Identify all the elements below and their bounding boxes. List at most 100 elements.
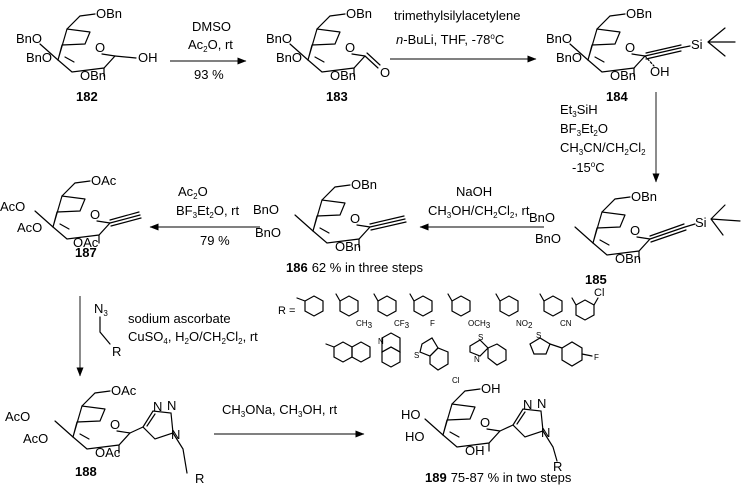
step3-line3: CH3CN/CH2Cl2 <box>560 140 646 157</box>
c186-ch2-label: OBn <box>351 177 377 192</box>
step6-azide-bonds <box>99 316 111 345</box>
compound-184: OBn BnO BnO OBn O OH Si 184 <box>546 6 736 104</box>
c189-r: R <box>553 459 562 474</box>
step1-line1: DMSO <box>192 19 231 34</box>
step6-r: R <box>112 344 121 359</box>
step4: NaOH CH3OH/CH2Cl2, rt <box>419 184 544 231</box>
c183-ch2-label: OBn <box>346 6 372 21</box>
c184-o4-label: BnO <box>546 31 572 46</box>
step4-line2: CH3OH/CH2Cl2, rt <box>428 203 530 220</box>
step1: DMSO Ac2O, rt 93 % <box>170 19 247 82</box>
step2: trimethylsilylacetylene n-BuLi, THF, -78… <box>390 8 537 63</box>
c188-o3-label: AcO <box>23 431 48 446</box>
c187-o2-label: OAc <box>73 235 99 250</box>
r-quinolinyl: N <box>378 332 401 368</box>
svg-text:OCH3: OCH3 <box>468 319 491 330</box>
c184-o2-label: OBn <box>610 68 636 83</box>
compound-182: OBn BnO BnO OBn O OH 182 <box>16 6 158 104</box>
svg-text:NO2: NO2 <box>516 319 533 330</box>
c187-ring-o: O <box>90 207 100 222</box>
c185-o4-label: BnO <box>529 210 555 225</box>
c189-n1: N <box>523 397 532 412</box>
step4-line1: NaOH <box>456 184 492 199</box>
svg-text:F: F <box>594 353 599 362</box>
r-prefix: R = <box>278 305 295 317</box>
c188-o4-label: AcO <box>5 409 30 424</box>
c185-o3-label: BnO <box>535 231 561 246</box>
c183-o2-label: OBn <box>330 68 356 83</box>
svg-text:S: S <box>478 333 483 342</box>
c184-ring-o: O <box>625 40 635 55</box>
c189-o3-label: HO <box>405 429 425 444</box>
r-fluoro-aryl: F <box>409 293 435 328</box>
c185-number: 185 <box>585 272 607 287</box>
svg-text:CN: CN <box>560 319 572 328</box>
c188-n3: N <box>171 427 180 442</box>
step7-line1: CH3ONa, CH3OH, rt <box>222 402 337 419</box>
step5: Ac2O BF3Et2O, rt 79 % <box>149 184 260 248</box>
step1-line2: Ac2O, rt <box>188 37 233 54</box>
r-benzothienyl: S Cl <box>414 337 460 385</box>
c189-ring-o: O <box>480 415 490 430</box>
c182-ring-o: O <box>95 40 105 55</box>
c186-o2-label: OBn <box>335 239 361 254</box>
svg-text:S: S <box>414 351 419 360</box>
c184-si-label: Si <box>691 37 703 52</box>
step2-line1: trimethylsilylacetylene <box>394 8 520 23</box>
c188-n1: N <box>153 399 162 414</box>
c183-number: 183 <box>326 89 348 104</box>
c182-o3-label: BnO <box>26 50 52 65</box>
c188-ch2-label: OAc <box>111 383 137 398</box>
r-phenyl <box>296 295 324 317</box>
c185-o2-label: OBn <box>615 251 641 266</box>
step6-line1: sodium ascorbate <box>128 311 231 326</box>
c187-number: 187 <box>75 245 97 260</box>
c188-r: R <box>195 471 204 486</box>
step3-line4: -15oC <box>572 160 605 175</box>
c189-ch2-label: OH <box>481 381 501 396</box>
c184-oh-label: OH <box>650 64 670 79</box>
svg-text:N: N <box>378 337 384 346</box>
c186-o4-label: BnO <box>253 202 279 217</box>
c186-o3-label: BnO <box>255 225 281 240</box>
c188-ring-o: O <box>110 417 120 432</box>
c182-oh-label: OH <box>138 50 158 65</box>
step3-line1: Et3SiH <box>560 102 598 119</box>
r-cf3-aryl: CF3 <box>373 293 410 330</box>
step7: CH3ONa, CH3OH, rt <box>214 402 365 438</box>
step5-line2: BF3Et2O, rt <box>176 203 239 220</box>
svg-text:CH3: CH3 <box>356 319 373 330</box>
c184-o3-label: BnO <box>556 50 582 65</box>
step2-line2: n-BuLi, THF, -78oC <box>396 32 504 47</box>
r-thienyl-fluorophenyl: S F <box>529 331 599 367</box>
svg-text:N: N <box>474 355 480 364</box>
c187-o4-label: AcO <box>0 199 25 214</box>
c185-ch2-label: OBn <box>631 189 657 204</box>
c189-n2: N <box>537 396 546 411</box>
c182-number: 182 <box>76 89 98 104</box>
step5-yield: 79 % <box>200 233 230 248</box>
c182-o2-label: OBn <box>80 68 106 83</box>
c185-ring-o: O <box>630 223 640 238</box>
compound-187: OAc AcO AcO OAc O 187 <box>0 173 142 260</box>
c188-o2-label: OAc <box>95 445 121 460</box>
c182-ch2-label: OBn <box>96 6 122 21</box>
c183-o3-label: BnO <box>276 50 302 65</box>
step6-line2: CuSO4, H2O/CH2Cl2, rt <box>128 329 258 346</box>
step1-yield: 93 % <box>194 67 224 82</box>
c184-ch2-label: OBn <box>626 6 652 21</box>
svg-text:CF3: CF3 <box>394 319 410 330</box>
c189-o4-label: HO <box>401 407 421 422</box>
compound-188: OAc AcO AcO OAc O N N N R 188 <box>5 383 204 486</box>
r-nitro-aryl: NO2 <box>495 293 533 330</box>
c186-ring-o: O <box>350 211 360 226</box>
c183-ring-o: O <box>345 40 355 55</box>
step6-azide: N3 <box>94 301 108 318</box>
step3: Et3SiH BF3Et2O CH3CN/CH2Cl2 -15oC <box>560 92 660 183</box>
